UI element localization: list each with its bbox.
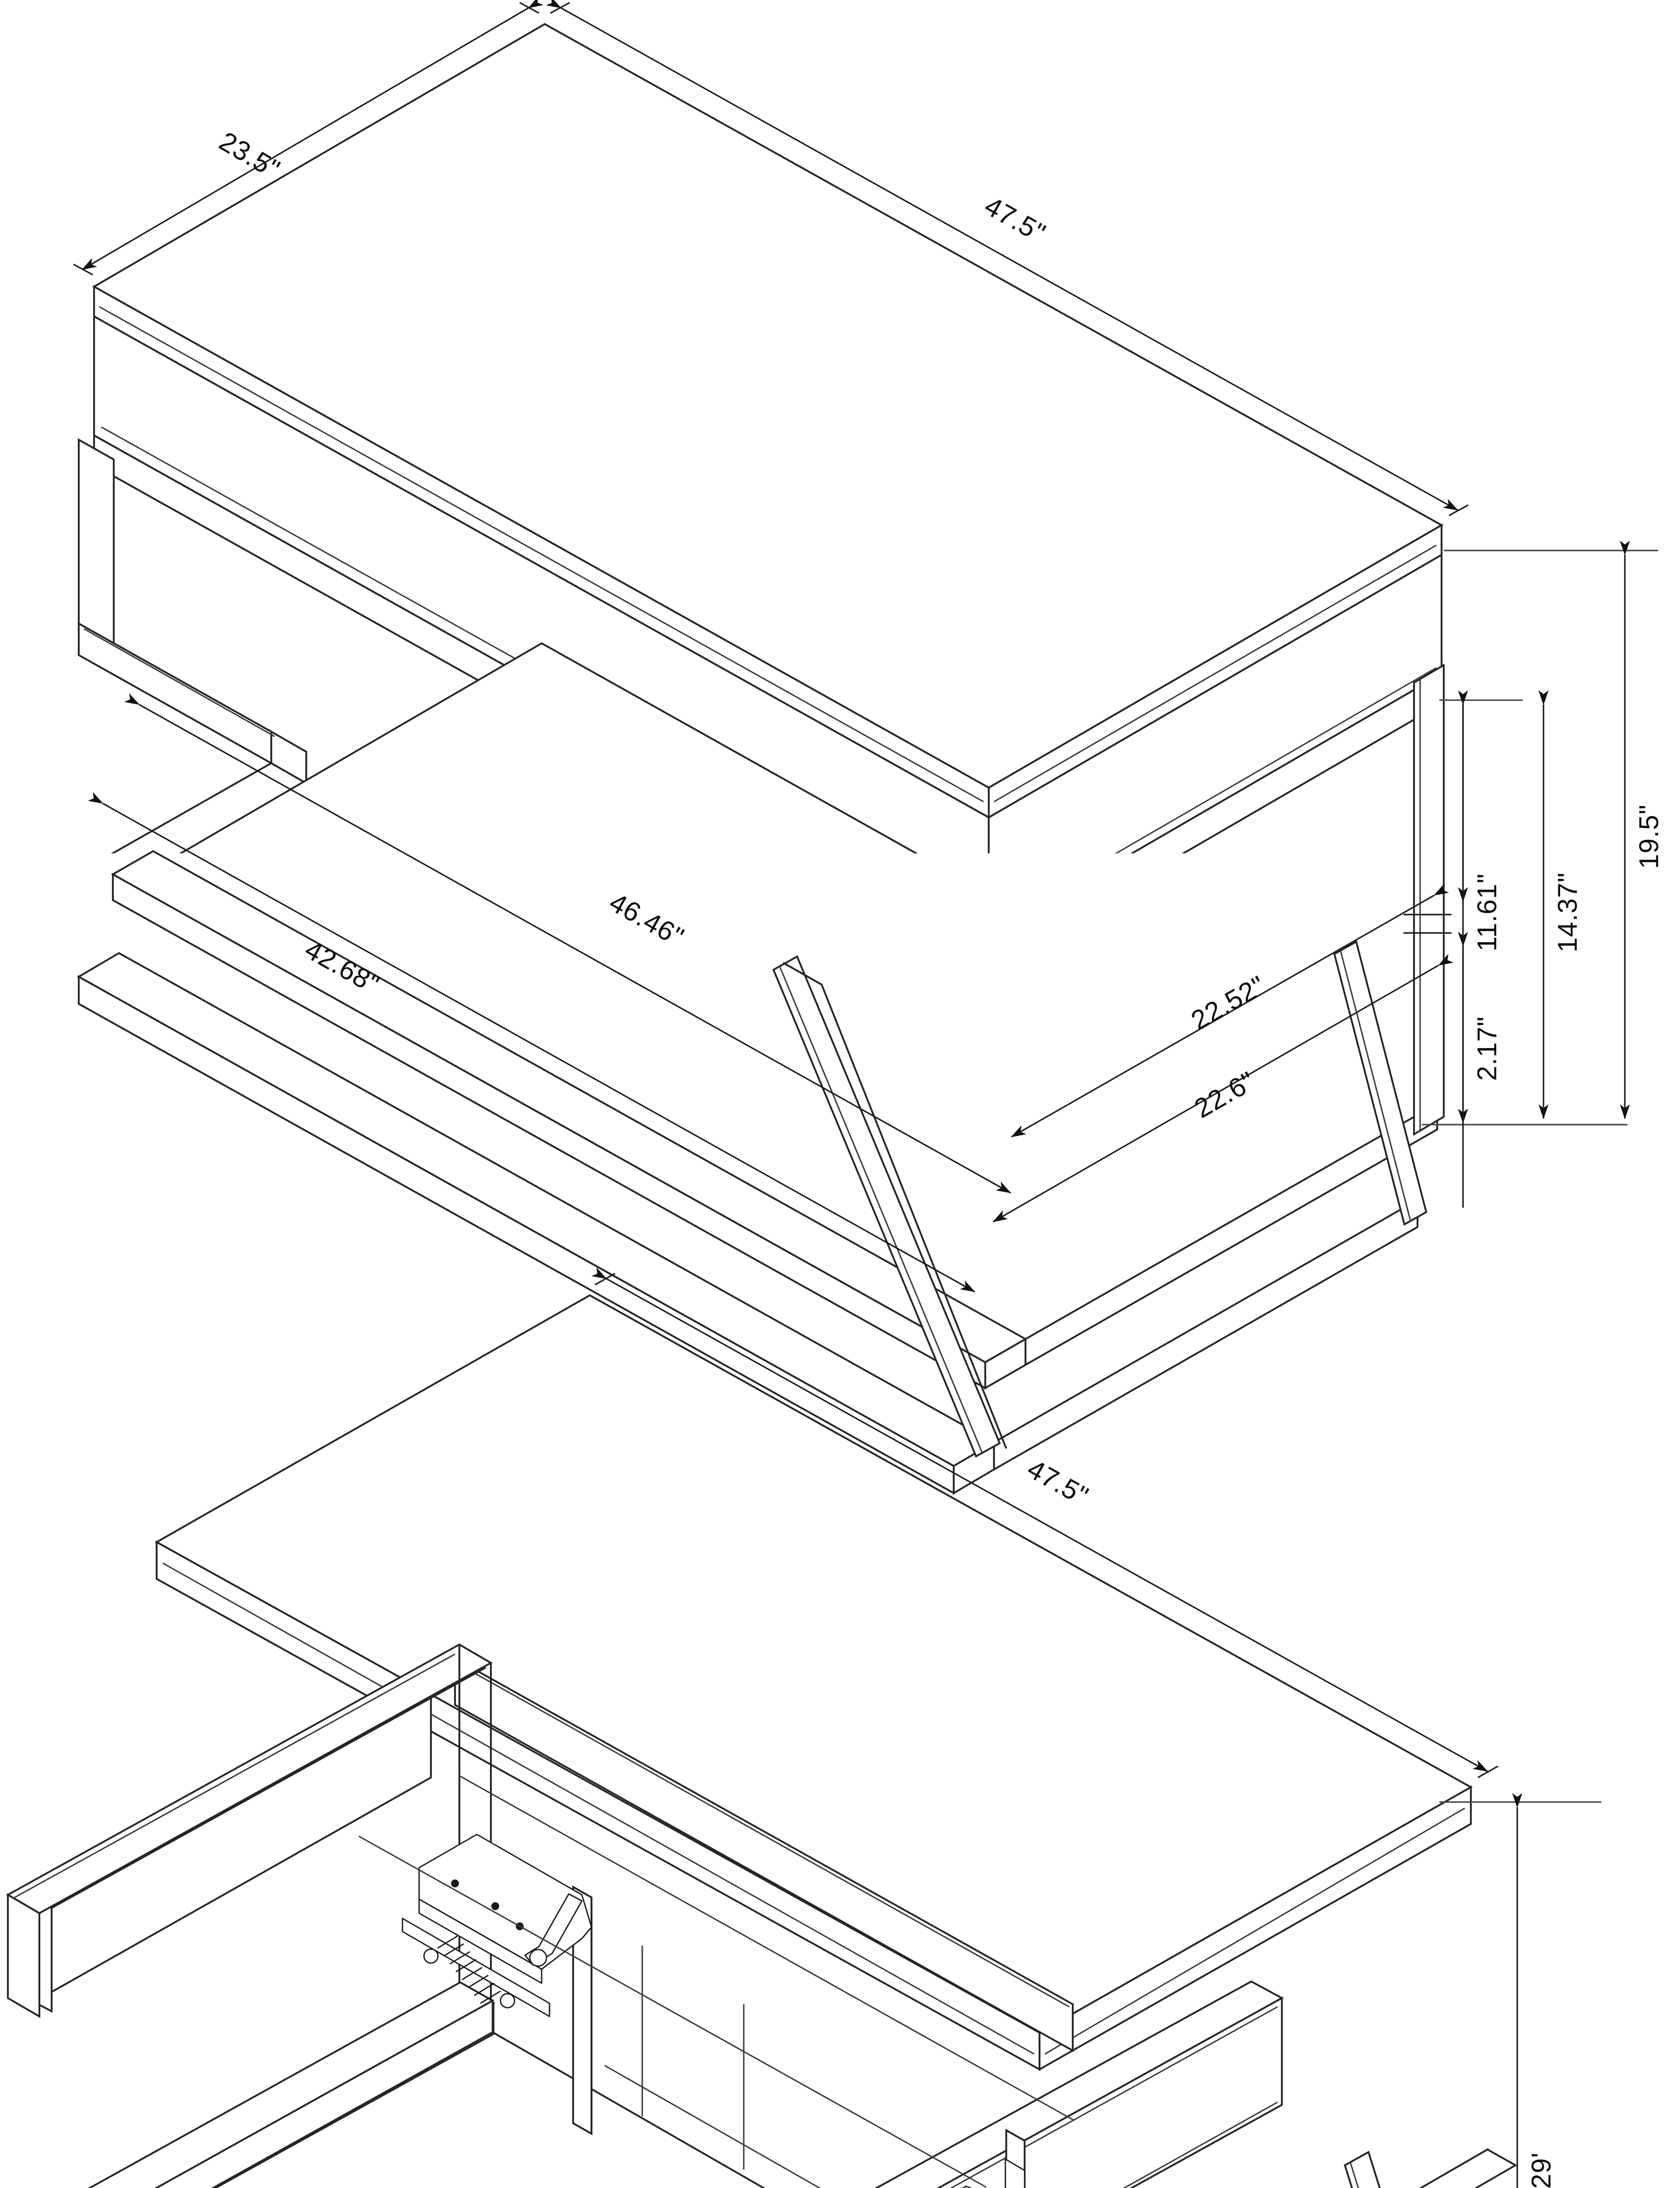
lift-mechanism-hardware (402, 1834, 1026, 2188)
dimension-label-14-37: 14.37" (1553, 872, 1583, 952)
dimension-label-11-61: 11.61" (1472, 873, 1502, 952)
dimension-2-17: 2.17" (1462, 1016, 1502, 1208)
view-closed: 23.5" 47.5" 46.46" 42.68" (0, 0, 1680, 1495)
dimension-label-2-17: 2.17" (1472, 1016, 1502, 1081)
lift-spring-icon (423, 1935, 515, 2009)
dimension-label-19-5: 19.5" (1634, 804, 1664, 869)
view-lifted: 47.5" 29' (6, 1267, 1601, 2188)
dimension-14-37: 14.37" (1538, 690, 1583, 1119)
lifted-base-structure (88, 1885, 1381, 2188)
dimension-11-61: 11.61" (1458, 690, 1502, 1125)
dimension-29: 29' (1439, 1793, 1601, 2188)
right-support-post (1413, 663, 1445, 1136)
dimension-19-5: 19.5" (1620, 540, 1664, 1119)
dimension-label-29: 29' (1526, 2152, 1557, 2188)
cavity-interior-lines (358, 1775, 1075, 2188)
